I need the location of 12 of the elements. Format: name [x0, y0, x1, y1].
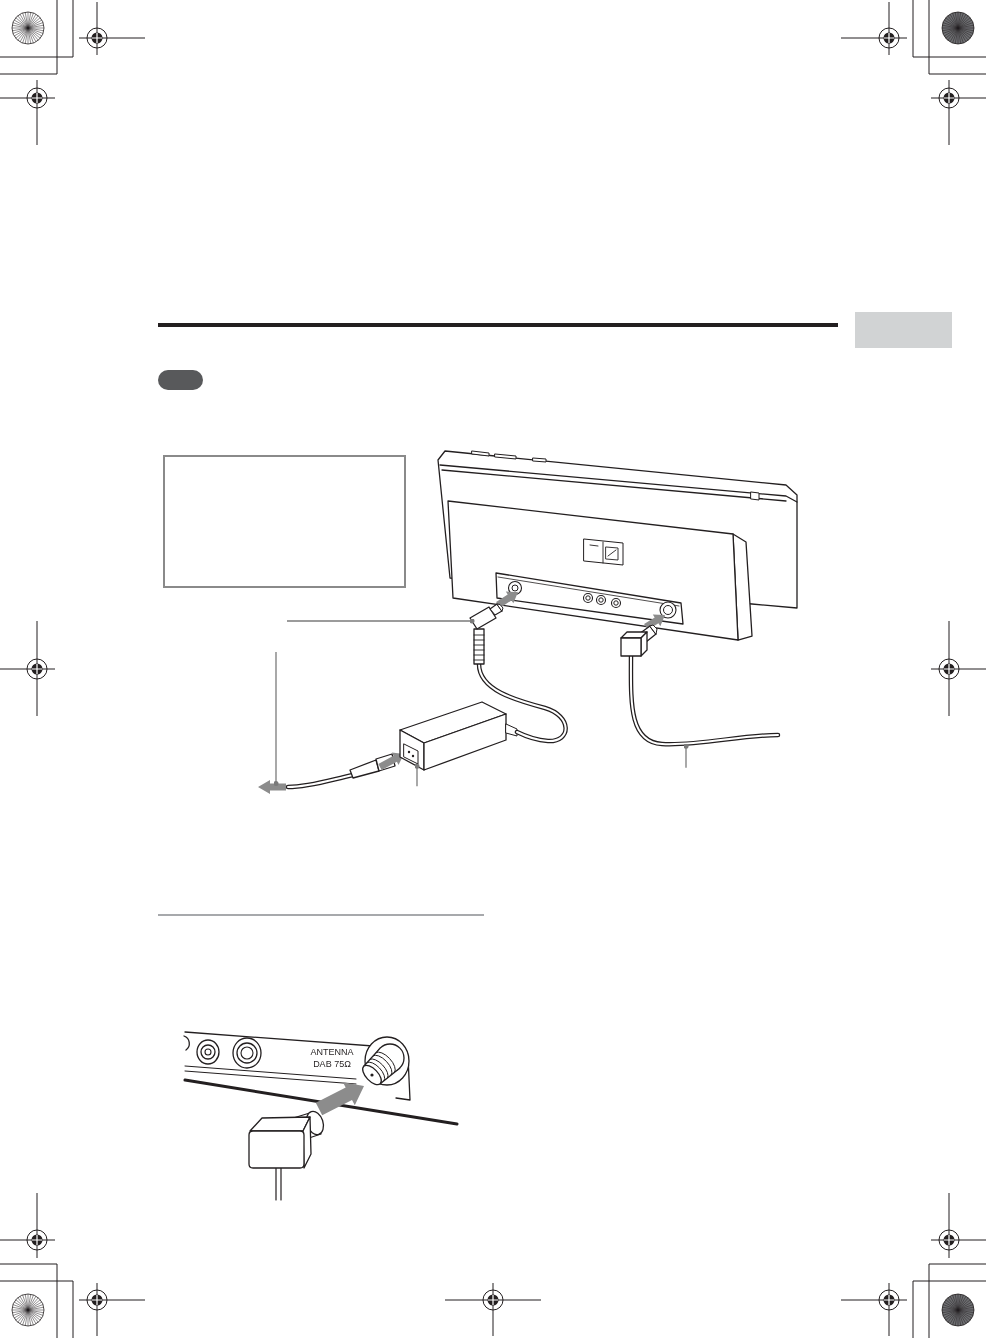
- leader-line: [273, 651, 279, 786]
- dc-plug-cable: [469, 603, 568, 744]
- ac-adaptor: [399, 701, 518, 771]
- leader-line: [414, 763, 420, 787]
- section-tab: [855, 312, 952, 348]
- jack-label: ANTENNA DAB 75Ω: [309, 1046, 355, 1070]
- empty-frame: [163, 455, 406, 588]
- leader-line: [683, 743, 689, 769]
- pill-marker: [158, 370, 203, 390]
- leader-line: [286, 618, 475, 624]
- antenna-cable: [620, 624, 781, 747]
- direction-arrow: [258, 780, 286, 794]
